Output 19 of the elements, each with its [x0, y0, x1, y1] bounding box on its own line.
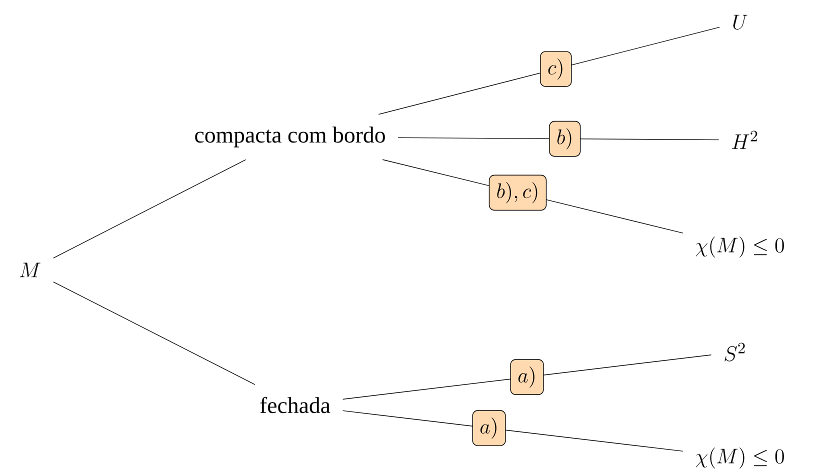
- branch-line: [342, 410, 684, 452]
- tree-node-text: $S^2$: [724, 342, 745, 362]
- tree-node-text: $U$: [733, 14, 748, 30]
- branch-line: [53, 159, 246, 258]
- tree-node-text: $\chi(M) \leq 0$: [696, 447, 784, 469]
- tree-node-text: $H^2$: [732, 130, 758, 149]
- branch-line: [342, 354, 712, 400]
- tree-node-text: $\chi(M) \leq 0$: [696, 236, 784, 258]
- branch-line: [398, 137, 720, 140]
- edge-label: $a)$: [472, 410, 506, 446]
- edge-label: $b), c)$: [488, 174, 547, 211]
- tree-node-text: compacta com bordo: [195, 126, 385, 148]
- edge-label: $a)$: [510, 359, 544, 395]
- branch-line: [53, 282, 256, 385]
- edge-label: $c)$: [540, 51, 572, 87]
- tree-node-text: fechada: [260, 396, 330, 414]
- edge-label: $b)$: [549, 120, 581, 157]
- branch-line: [378, 26, 720, 115]
- tree-node-text: $M$: [20, 262, 40, 278]
